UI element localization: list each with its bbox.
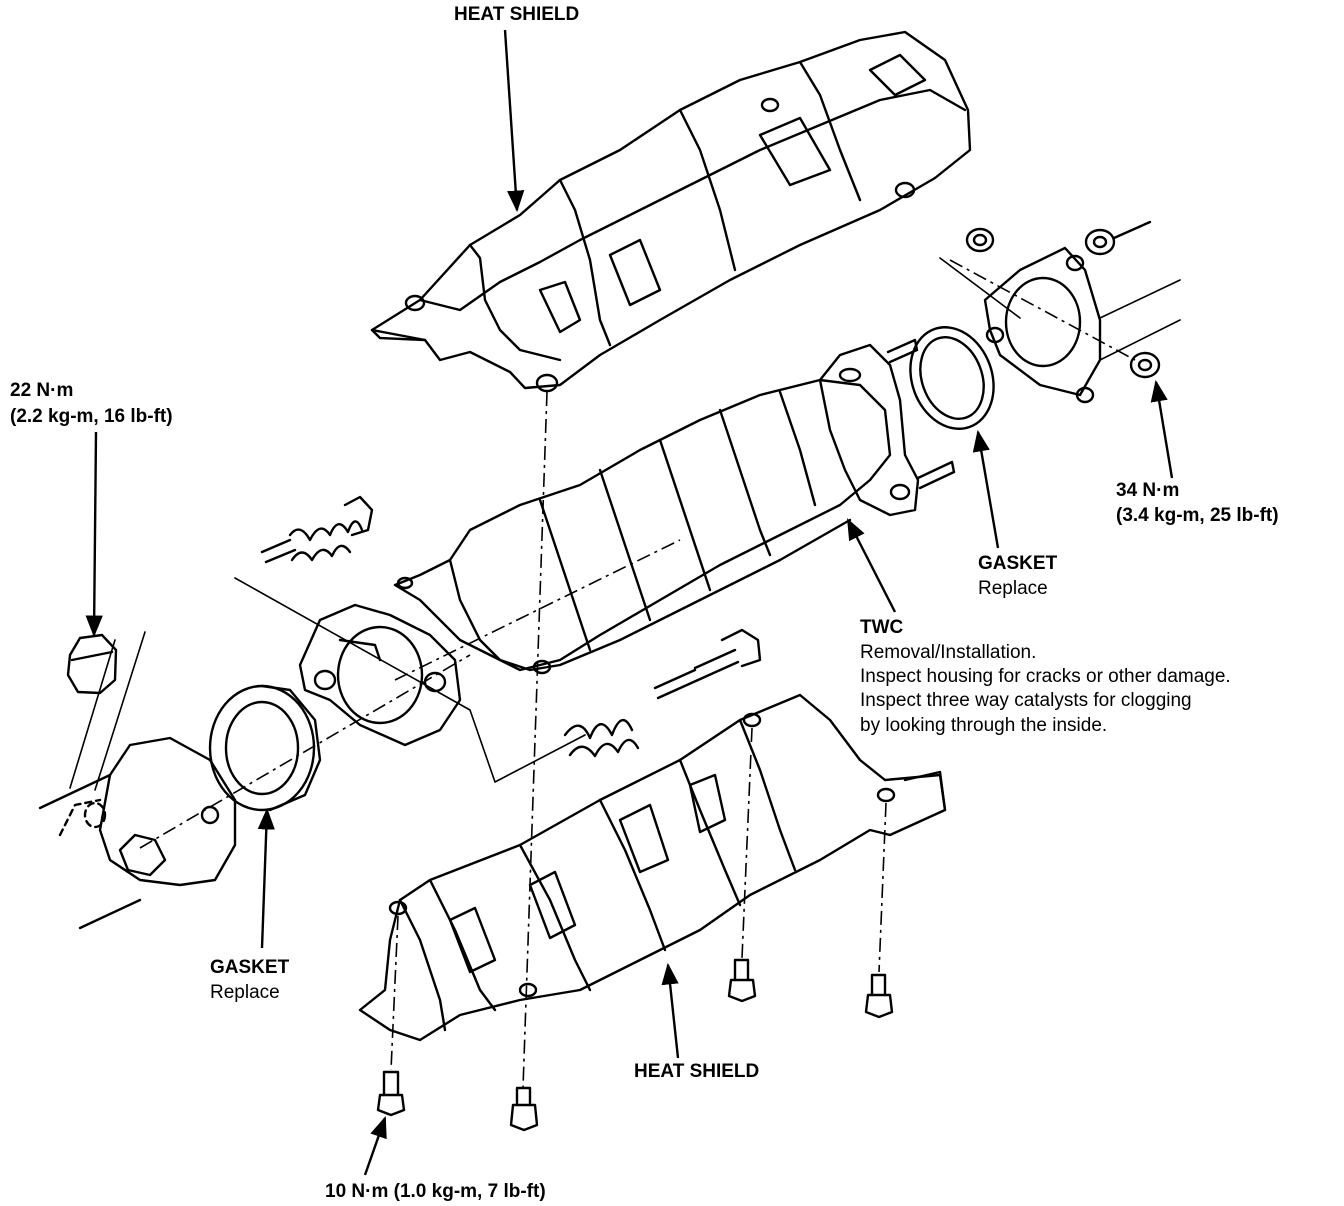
torque-34-line1: 34 N·m (1116, 480, 1180, 501)
leader-arrows (85, 29, 1174, 1176)
bolt-right-1 (727, 958, 757, 1003)
twc-title: TWC (860, 617, 904, 638)
gasket-left-note: Replace (210, 982, 280, 1003)
lower-heat-shield (358, 693, 947, 1042)
bolt-center (509, 1086, 539, 1132)
nut-34nm-lower (1129, 351, 1161, 379)
gasket-right-note: Replace (978, 578, 1048, 599)
bolt-right-2 (864, 973, 894, 1019)
spring-bolt-upper (234, 495, 586, 783)
torque-22-line1: 22 N·m (10, 380, 74, 401)
twc-line-4: by looking through the inside. (860, 715, 1108, 736)
spring-bolt-lower (563, 628, 762, 758)
twc-line-3: Inspect three way catalysts for clogging (860, 690, 1192, 711)
nut-34nm-top-right (1084, 220, 1152, 256)
torque-34-line2: (3.4 kg-m, 25 lb-ft) (1116, 505, 1279, 526)
left-gasket (208, 684, 322, 812)
twc-line-2: Inspect housing for cracks or other dama… (860, 666, 1231, 687)
twc-line-1: Removal/Installation. (860, 642, 1037, 663)
right-gasket (909, 326, 995, 430)
nut-34nm-top-left (965, 227, 995, 253)
heat-shield-upper-label: HEAT SHIELD (454, 4, 580, 25)
gasket-left-title: GASKET (210, 957, 290, 978)
torque-22-line2: (2.2 kg-m, 16 lb-ft) (10, 406, 173, 427)
bolt-left (376, 1070, 406, 1117)
twc-inlet-flange (298, 603, 462, 747)
front-pipe-flange (38, 631, 237, 930)
heat-shield-lower-label: HEAT SHIELD (634, 1061, 760, 1082)
gasket-right-title: GASKET (978, 553, 1058, 574)
upper-heat-shield (370, 30, 972, 393)
torque-10-label: 10 N·m (1.0 kg-m, 7 lb-ft) (325, 1181, 546, 1202)
nut-22nm (66, 633, 118, 695)
twc-body (393, 338, 956, 675)
rear-pipe-flange (939, 246, 1181, 404)
alignment-lines (139, 259, 1136, 1089)
